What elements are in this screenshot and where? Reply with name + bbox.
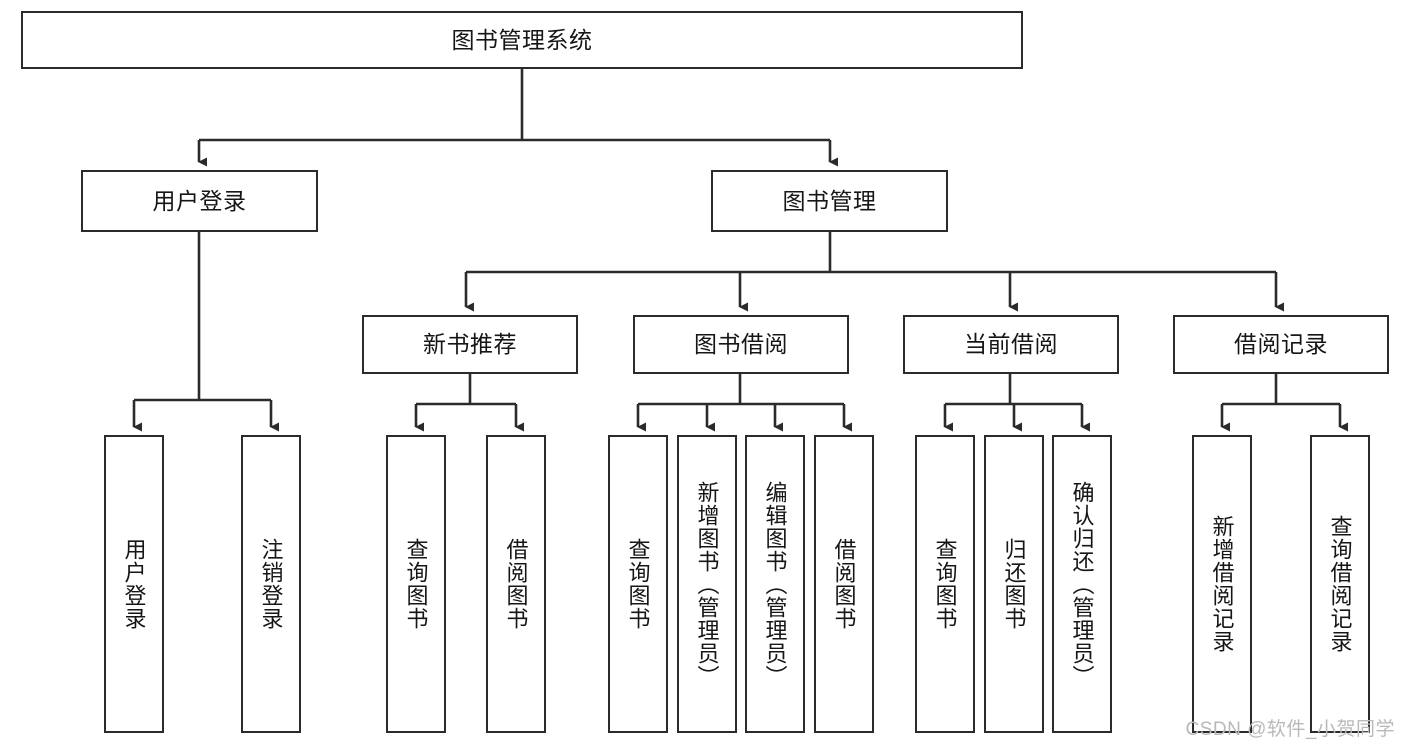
leaf-borrow-book-2[interactable]: 借阅图书 bbox=[814, 435, 874, 733]
leaf-confirm-return[interactable]: 确认归还（管理员） bbox=[1052, 435, 1112, 733]
leaf-add-book[interactable]: 新增图书（管理员） bbox=[677, 435, 737, 733]
leaf-user-login[interactable]: 用户登录 bbox=[104, 435, 164, 733]
node-book-borrow[interactable]: 图书借阅 bbox=[633, 315, 849, 374]
leaf-query-book-1[interactable]: 查询图书 bbox=[386, 435, 446, 733]
leaf-query-book-2[interactable]: 查询图书 bbox=[608, 435, 668, 733]
node-current-borrow-label: 当前借阅 bbox=[964, 331, 1058, 358]
node-root[interactable]: 图书管理系统 bbox=[21, 11, 1023, 69]
node-new-book-recommend[interactable]: 新书推荐 bbox=[362, 315, 578, 374]
leaf-borrow-book-1[interactable]: 借阅图书 bbox=[486, 435, 546, 733]
leaf-add-book-label: 新增图书（管理员） bbox=[694, 480, 720, 688]
leaf-add-record[interactable]: 新增借阅记录 bbox=[1192, 435, 1252, 733]
leaf-borrow-book-2-label: 借阅图书 bbox=[831, 538, 857, 630]
leaf-logout-login-label: 注销登录 bbox=[258, 538, 284, 630]
leaf-edit-book[interactable]: 编辑图书（管理员） bbox=[745, 435, 805, 733]
csdn-watermark: CSDN @软件_小贺同学 bbox=[1185, 719, 1395, 740]
leaf-query-record-label: 查询借阅记录 bbox=[1327, 515, 1353, 653]
leaf-confirm-return-label: 确认归还（管理员） bbox=[1069, 480, 1095, 688]
leaf-edit-book-label: 编辑图书（管理员） bbox=[762, 480, 788, 688]
leaf-return-book[interactable]: 归还图书 bbox=[984, 435, 1044, 733]
leaf-query-book-3-label: 查询图书 bbox=[932, 538, 958, 630]
node-borrow-record[interactable]: 借阅记录 bbox=[1173, 315, 1389, 374]
leaf-user-login-label: 用户登录 bbox=[121, 538, 147, 630]
leaf-query-record[interactable]: 查询借阅记录 bbox=[1310, 435, 1370, 733]
node-new-book-recommend-label: 新书推荐 bbox=[423, 331, 517, 358]
node-borrow-record-label: 借阅记录 bbox=[1234, 331, 1328, 358]
node-book-management[interactable]: 图书管理 bbox=[711, 170, 948, 232]
node-book-management-label: 图书管理 bbox=[782, 187, 877, 214]
node-current-borrow[interactable]: 当前借阅 bbox=[903, 315, 1119, 374]
leaf-borrow-book-1-label: 借阅图书 bbox=[503, 538, 529, 630]
node-user-login-label: 用户登录 bbox=[152, 187, 247, 214]
node-user-login[interactable]: 用户登录 bbox=[81, 170, 318, 232]
node-book-borrow-label: 图书借阅 bbox=[694, 331, 788, 358]
leaf-query-book-2-label: 查询图书 bbox=[625, 538, 651, 630]
leaf-return-book-label: 归还图书 bbox=[1001, 538, 1027, 630]
leaf-query-book-3[interactable]: 查询图书 bbox=[915, 435, 975, 733]
leaf-add-record-label: 新增借阅记录 bbox=[1209, 515, 1235, 653]
node-root-label: 图书管理系统 bbox=[451, 26, 593, 53]
leaf-query-book-1-label: 查询图书 bbox=[403, 538, 429, 630]
leaf-logout-login[interactable]: 注销登录 bbox=[241, 435, 301, 733]
